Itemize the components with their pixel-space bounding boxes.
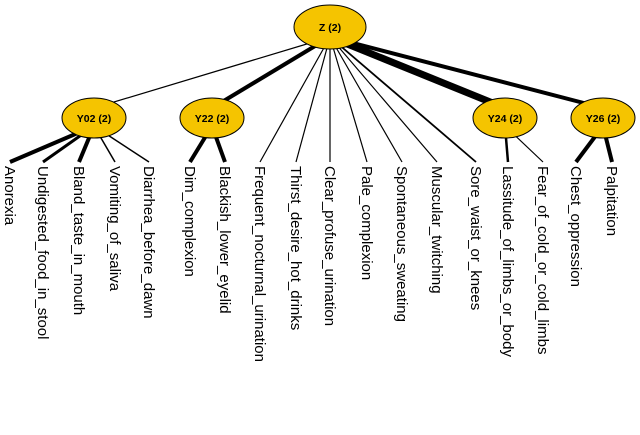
node-label: Y24 (2) (488, 113, 522, 125)
node-ellipse (61, 97, 127, 139)
edge-z-frequent (259, 36, 331, 163)
node-ellipse (570, 97, 636, 139)
node-layer: Z (2) Y02 (2) Y22 (2) Y24 (2) Y26 (2) (61, 4, 636, 139)
leaf-label-spontaneous: Spontaneous_sweating (393, 166, 410, 322)
node-ellipse (179, 97, 245, 139)
leaf-label-fear: Fear_of_cold_or_cold_limbs (534, 166, 551, 354)
edge-z-y02 (93, 36, 331, 109)
node-label: Y22 (2) (195, 113, 229, 125)
node-ellipse (293, 4, 367, 50)
edge-z-y26 (329, 35, 604, 110)
leaf-label-chest: Chest_oppression (567, 166, 584, 287)
leaf-label-sore: Sore_waist_or_knees (467, 166, 484, 310)
edge-z-thirst (295, 36, 331, 163)
edge-z-sore (329, 36, 477, 163)
leaf-label-lassitude: Lassitude_of_limbs_or_body (499, 166, 516, 357)
node-label: Y26 (2) (586, 113, 620, 125)
leaf-label-anorexia: Anorexia (1, 166, 18, 226)
root-node-z: Z (2) (293, 4, 367, 50)
node-ellipse (472, 97, 538, 139)
edge-z-spontaneous (329, 36, 403, 163)
leaf-label-vomiting: Vomiting_of_saliva (106, 166, 123, 292)
leaf-label-clear: Clear_profuse_urination (321, 166, 338, 326)
leaf-label-blackish: Blackish_lower_eyelid (216, 166, 233, 314)
leaf-label-thirst: Thirst_desire_hot_drinks (287, 166, 304, 330)
node-label: Y02 (2) (77, 113, 111, 125)
latent-node-y22: Y22 (2) (179, 97, 245, 139)
edge-z-muscular (329, 36, 438, 163)
edge-z-y24 (328, 33, 507, 112)
leaf-label-undigested: Undigested_food_in_stool (34, 166, 51, 339)
leaf-label-bland: Bland_taste_in_mouth (70, 166, 87, 315)
edge-z-pale (329, 36, 368, 163)
leaf-layer: Anorexia Undigested_food_in_stool Bland_ta… (1, 166, 620, 362)
leaf-label-dim: Dim_complexion (181, 166, 198, 277)
latent-node-y02: Y02 (2) (61, 97, 127, 139)
leaf-label-palpitation: Palpitation (603, 166, 620, 236)
leaf-label-muscular: Muscular_twitching (428, 166, 445, 294)
leaf-label-pale: Pale_complexion (358, 166, 375, 280)
latent-node-y24: Y24 (2) (472, 97, 538, 139)
leaf-label-diarrhea: Diarrhea_before_dawn (140, 166, 157, 319)
latent-node-y26: Y26 (2) (570, 97, 636, 139)
edge-z-y22 (210, 35, 332, 110)
leaf-label-frequent: Frequent_nocturnal_urination (251, 166, 268, 362)
node-label: Z (2) (319, 22, 341, 34)
